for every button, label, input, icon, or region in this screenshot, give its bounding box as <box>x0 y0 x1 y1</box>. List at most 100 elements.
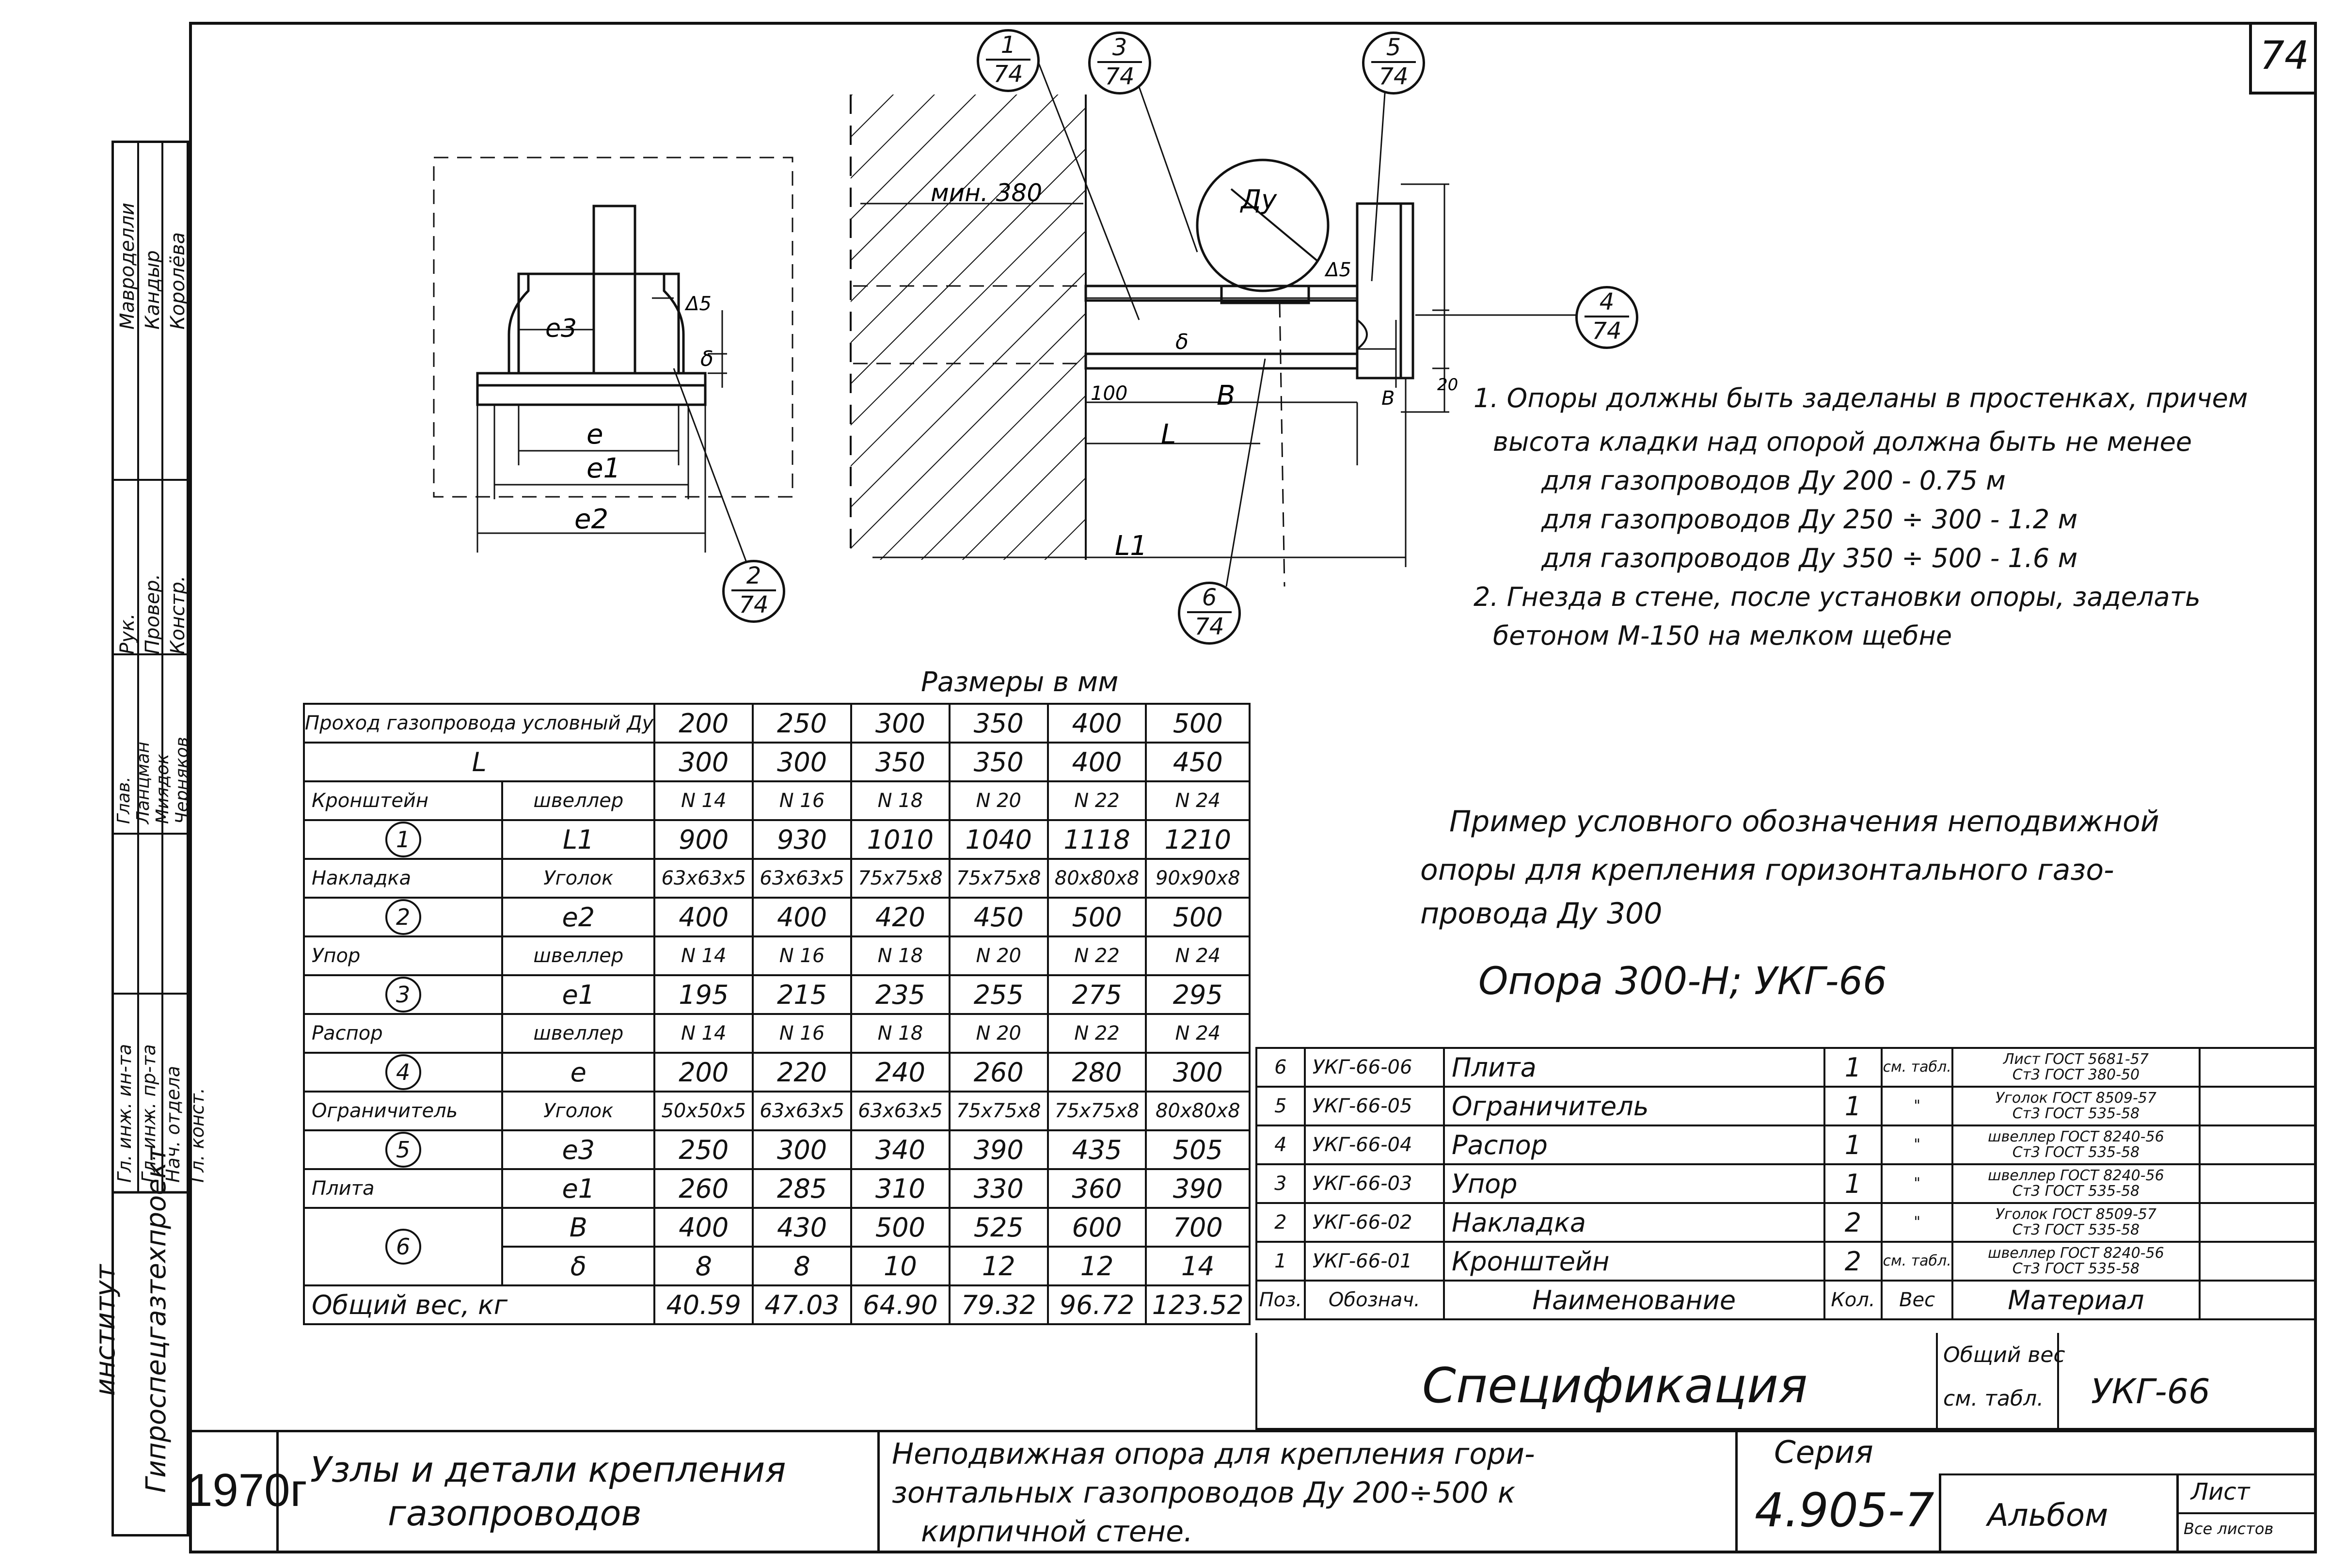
spec-head-code: Обознач. <box>1303 1280 1445 1320</box>
part-name: Накладка <box>302 858 504 899</box>
dim-value: 400 <box>653 1207 754 1248</box>
weight-value: 40.59 <box>653 1284 754 1325</box>
callout-6-num: 6 <box>1202 584 1217 611</box>
stamp-role: Гл. инж. ин-та <box>114 1044 135 1183</box>
dim-value: 250 <box>653 1129 754 1170</box>
profile-value: N 16 <box>752 780 852 821</box>
spec-material-gost: ГОСТ 8240-56 <box>2060 1245 2164 1262</box>
dim-symbol: e1 <box>501 974 656 1015</box>
weight-value: 79.32 <box>948 1284 1049 1325</box>
profile-value: 63x63x5 <box>752 858 852 899</box>
spec-material-gost: ГОСТ 5681-57 <box>2045 1051 2149 1068</box>
side-stamp-grid <box>111 141 189 1536</box>
spec-weight: " <box>1881 1202 1953 1243</box>
spec-qty: 2 <box>1823 1241 1883 1282</box>
part-name: Плита <box>302 1168 504 1209</box>
part-number-circle: 1 <box>385 822 421 857</box>
spec-code: УКГ-66-03 <box>1303 1163 1445 1204</box>
album-label: Альбом <box>1987 1498 2108 1534</box>
L-header: L <box>302 742 656 782</box>
spec-pos: 2 <box>1255 1202 1306 1243</box>
part-number-circle: 5 <box>385 1132 421 1167</box>
profile-value: N 20 <box>948 780 1049 821</box>
spec-name: Упор <box>1442 1163 1825 1204</box>
spec-head-weight: Вес <box>1881 1280 1953 1320</box>
dim-value: 1118 <box>1046 819 1147 860</box>
L-value: 350 <box>948 742 1049 782</box>
profile-value: N 16 <box>752 1013 852 1054</box>
dim-value: 525 <box>948 1207 1049 1248</box>
spec-material-gost: ГОСТ 8240-56 <box>2060 1128 2164 1145</box>
section-view <box>433 157 793 563</box>
spec-title-block: Спецификация Общий вес см. табл. УКГ-66 <box>1255 1333 2317 1430</box>
side-stamp-lines <box>111 141 189 1194</box>
dim-value: 260 <box>653 1168 754 1209</box>
part-name: Ограничитель <box>302 1091 504 1131</box>
dim-value: 330 <box>948 1168 1049 1209</box>
dim-symbol: B <box>501 1207 656 1248</box>
label-L1: L1 <box>1115 530 1147 562</box>
dim-value: 255 <box>948 974 1049 1015</box>
dy-value: 250 <box>752 703 852 744</box>
spec-material-kind: швеллер <box>1988 1167 2056 1184</box>
dim-value: 195 <box>653 974 754 1015</box>
dim-value: 900 <box>653 819 754 860</box>
label-min380: мин. 380 <box>931 179 1042 207</box>
tb-divider-1 <box>276 1430 279 1553</box>
callout-5-sheet: 74 <box>1379 63 1409 90</box>
name-line-1: Неподвижная опора для крепления гори- <box>892 1437 1535 1471</box>
year: 1970г <box>187 1464 307 1516</box>
spec-qty: 1 <box>1823 1086 1883 1126</box>
spec-material-kind: швеллер <box>1988 1245 2056 1262</box>
spec-empty <box>2199 1202 2317 1243</box>
subject-line-2: газопроводов <box>388 1493 642 1534</box>
part-name: Упор <box>302 935 504 976</box>
spec-code: УКГ-66-01 <box>1303 1241 1445 1282</box>
institute-line-2: Гипроспецгазтехпроект <box>141 1146 172 1493</box>
L-value: 300 <box>752 742 852 782</box>
part-number-circle: 3 <box>385 977 421 1012</box>
dim-value: 200 <box>653 1052 754 1093</box>
part-number-circle: 6 <box>385 1229 421 1265</box>
dim-value: 300 <box>1145 1052 1251 1093</box>
profile-value: 90x90x8 <box>1145 858 1251 899</box>
stamp-role: Гл. инж. пр-та <box>138 1044 159 1183</box>
dim-value: 280 <box>1046 1052 1147 1093</box>
profile-value: 50x50x5 <box>653 1091 754 1131</box>
spec-material-steel: Ст3 ГОСТ 535-58 <box>2012 1183 2140 1200</box>
part-name: Распор <box>302 1013 504 1054</box>
callout-1-sheet: 74 <box>993 61 1023 88</box>
profile-value: N 16 <box>752 935 852 976</box>
dim-value: 215 <box>752 974 852 1015</box>
spec-weight: " <box>1881 1163 1953 1204</box>
dim-value: 450 <box>948 897 1049 937</box>
part-material: Уголок <box>501 1091 656 1131</box>
part-number: 1 <box>302 819 504 860</box>
weight-value: 64.90 <box>850 1284 951 1325</box>
callout-3-num: 3 <box>1112 34 1127 61</box>
note-1b: высота кладки над опорой должна быть не … <box>1493 427 2192 457</box>
dim-value: 500 <box>1046 897 1147 937</box>
example-line-3: провода Ду 300 <box>1420 897 1663 931</box>
tb-divider-4 <box>1939 1473 1941 1553</box>
